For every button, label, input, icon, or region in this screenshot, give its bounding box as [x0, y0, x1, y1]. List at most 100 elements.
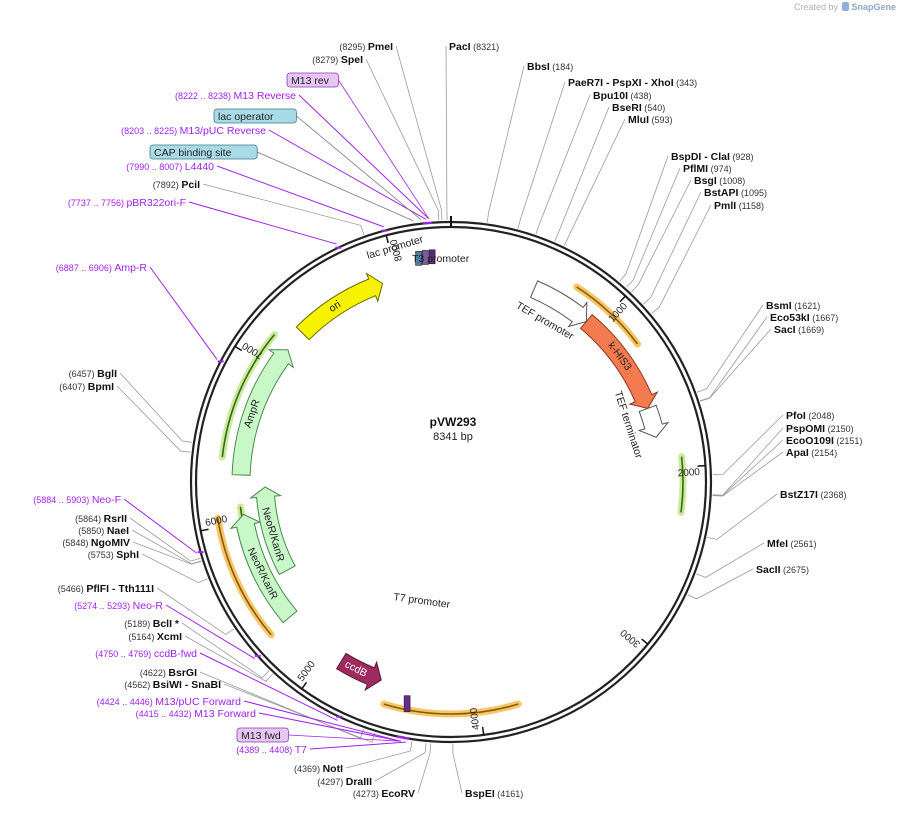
plasmid-size: 8341 bp — [433, 431, 473, 443]
enzyme-label: MluI (593) — [628, 114, 673, 126]
promoter-marker — [428, 249, 436, 265]
t7-promoter-label: T7 promoter — [393, 591, 452, 611]
glow-arc-core — [383, 703, 519, 715]
feature-arrow — [529, 280, 588, 328]
enzyme-label: BspDI - ClaI (928) — [671, 151, 753, 163]
tick-mark — [200, 528, 209, 532]
tick-label: 2000 — [677, 467, 700, 479]
glow-arc-core — [217, 518, 272, 636]
enzyme-label: PspOMI (2150) — [786, 423, 854, 435]
enzyme-label: BspEI (4161) — [465, 788, 523, 800]
credit-text: Created by — [793, 2, 838, 12]
enzyme-label: BseRI (540) — [612, 102, 665, 114]
tick-mark — [481, 726, 485, 735]
enzyme-site-line — [626, 167, 681, 288]
enzyme-site-line — [696, 542, 765, 578]
feature-arrow — [335, 652, 382, 692]
primer-label: (6887 .. 6906) Amp-R — [56, 262, 148, 274]
enzyme-label: PfoI (2048) — [786, 410, 834, 422]
enzyme-site-line — [131, 529, 202, 565]
enzyme-site-line — [651, 204, 712, 314]
t7-marker — [403, 695, 411, 712]
enzyme-label: SacII (2675) — [756, 564, 809, 576]
boxed-leader-line — [338, 79, 430, 220]
enzyme-site-line — [116, 385, 191, 453]
primer-label: (7737 .. 7756) pBR322ori-F — [68, 197, 186, 209]
primer-label: (5884 .. 5903) Neo-F — [33, 494, 121, 506]
feature-arrow — [295, 272, 384, 341]
enzyme-site-line — [202, 183, 365, 235]
primer-label: (7990 .. 8007) L4440 — [126, 161, 214, 173]
enzyme-site-line — [365, 58, 440, 221]
enzyme-site-line — [712, 439, 784, 496]
enzyme-site-line — [535, 94, 591, 235]
enzyme-label: (4273) EcoRV — [353, 788, 415, 800]
enzyme-site-line — [687, 568, 754, 600]
enzyme-label: PmlI (1158) — [714, 200, 764, 212]
enzyme-label: ApaI (2154) — [786, 447, 837, 459]
boxed-feature-label: lac operator — [218, 111, 274, 123]
primer-label: (8222 .. 8238) M13 Reverse — [175, 90, 296, 102]
primer-label: (4415 .. 4432) M13 Forward — [136, 708, 257, 720]
enzyme-label: (5848) NgoMIV — [62, 537, 130, 549]
enzyme-site-line — [697, 304, 764, 393]
enzyme-site-line — [181, 622, 270, 679]
tick-mark — [234, 345, 243, 352]
boxed-leader-line — [257, 151, 414, 222]
credit-brand: SnapGene — [851, 2, 896, 12]
enzyme-site-line — [712, 414, 784, 476]
tick-mark — [301, 681, 308, 690]
enzyme-label: MfeI (2561) — [767, 538, 817, 550]
primer-leader-line — [188, 201, 337, 245]
backbone — [189, 216, 713, 744]
enzyme-site-line — [417, 743, 432, 794]
enzyme-site-line — [129, 517, 201, 562]
tick-label: 3000 — [618, 626, 643, 649]
backbone-outer-strand — [189, 220, 713, 744]
enzyme-site-line — [699, 316, 768, 402]
enzyme-label: (5189) BclI * — [124, 618, 180, 630]
enzyme-label: (4622) BsrGI — [140, 667, 197, 679]
primer-leader-line — [123, 498, 198, 554]
enzyme-site-line — [452, 743, 463, 794]
glow-arc-core — [221, 333, 276, 458]
enzyme-label: PaeR7I - PspXI - XhoI (343) — [568, 77, 697, 89]
enzyme-label: (6407) BpmI — [59, 381, 114, 393]
primer-label: (4750 .. 4769) ccdB-fwd — [95, 648, 197, 660]
boxed-feature-label: M13 rev — [291, 75, 330, 87]
primer-leader-line — [149, 266, 218, 360]
tick-label: 5000 — [296, 659, 318, 684]
enzyme-site-line — [563, 118, 626, 246]
primer-leader-line — [298, 94, 430, 220]
enzyme-label: PflMI (974) — [683, 163, 732, 175]
enzyme-site-line — [712, 451, 784, 497]
enzyme-site-line — [643, 191, 702, 305]
enzyme-label: (7892) PciI — [153, 179, 200, 191]
t3-promoter-label: T3 promoter — [412, 253, 470, 265]
plasmid-name: pVW293 — [430, 415, 477, 429]
primer-leader-line — [243, 700, 399, 742]
feature-arrow — [231, 349, 295, 476]
enzyme-site-line — [706, 493, 778, 540]
tick-mark — [641, 638, 649, 645]
boxed-leader-line — [288, 734, 401, 742]
backbone-inner-strand — [194, 225, 708, 739]
enzyme-label: (5164) XcmI — [128, 631, 182, 643]
enzyme-site-line — [119, 372, 193, 443]
feature-arrow — [637, 404, 670, 438]
tick-mark — [619, 295, 626, 303]
enzyme-label: Eco53kI (1667) — [770, 312, 838, 324]
enzyme-site-line — [141, 553, 208, 584]
enzyme-label: (8279) SpeI — [312, 54, 363, 66]
enzyme-label: (5850) NaeI — [78, 525, 129, 537]
enzyme-site-line — [517, 81, 566, 229]
enzyme-site-line — [199, 671, 364, 739]
boxed-feature-label: M13 fwd — [241, 730, 281, 742]
primer-leader-line — [165, 604, 256, 660]
tick-label: 4000 — [468, 707, 482, 731]
tick-label: 7000 — [240, 339, 265, 360]
enzyme-site-line — [486, 65, 525, 223]
boxed-leader-line — [296, 115, 422, 221]
